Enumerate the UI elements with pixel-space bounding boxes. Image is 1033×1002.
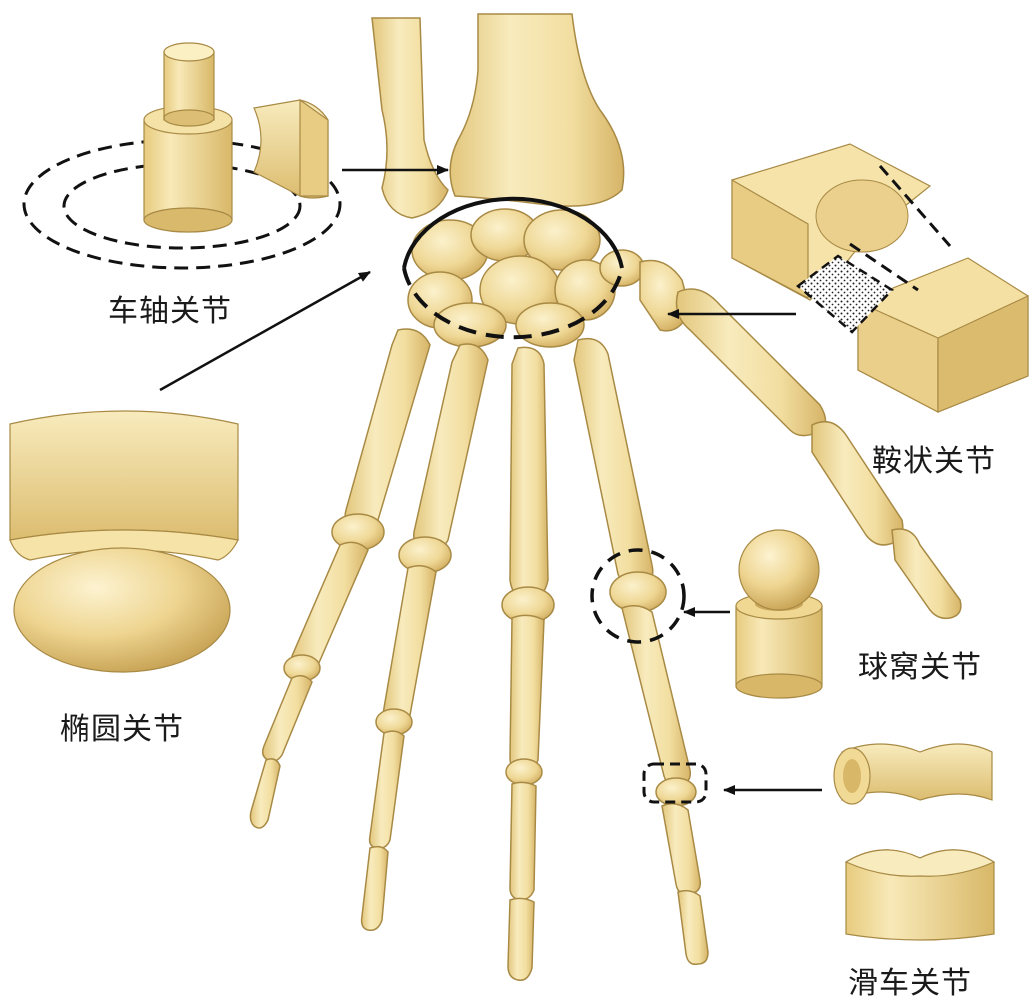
ring-finger-bones (362, 537, 451, 930)
ball-socket-joint-model (736, 530, 822, 698)
pivot-joint-label: 车轴关节 (108, 286, 232, 330)
ball-joint-label: 球窝关节 (858, 642, 982, 686)
radius-bone (450, 14, 624, 206)
saddle-joint-label: 鞍状关节 (872, 436, 996, 480)
little-finger-bones (250, 514, 384, 828)
hinge-joint-model (834, 744, 994, 940)
hinge-joint-label: 滑车关节 (848, 958, 972, 1002)
metacarpal-bones (345, 329, 653, 600)
ellipsoid-joint-label: 椭圆关节 (60, 704, 184, 748)
index-finger-bones (610, 572, 708, 964)
middle-finger-bones (502, 587, 554, 980)
ulna-bone (372, 18, 448, 218)
pivot-joint-model (24, 43, 340, 268)
ellipsoid-joint-model (10, 411, 238, 672)
carpal-bones (408, 209, 644, 347)
